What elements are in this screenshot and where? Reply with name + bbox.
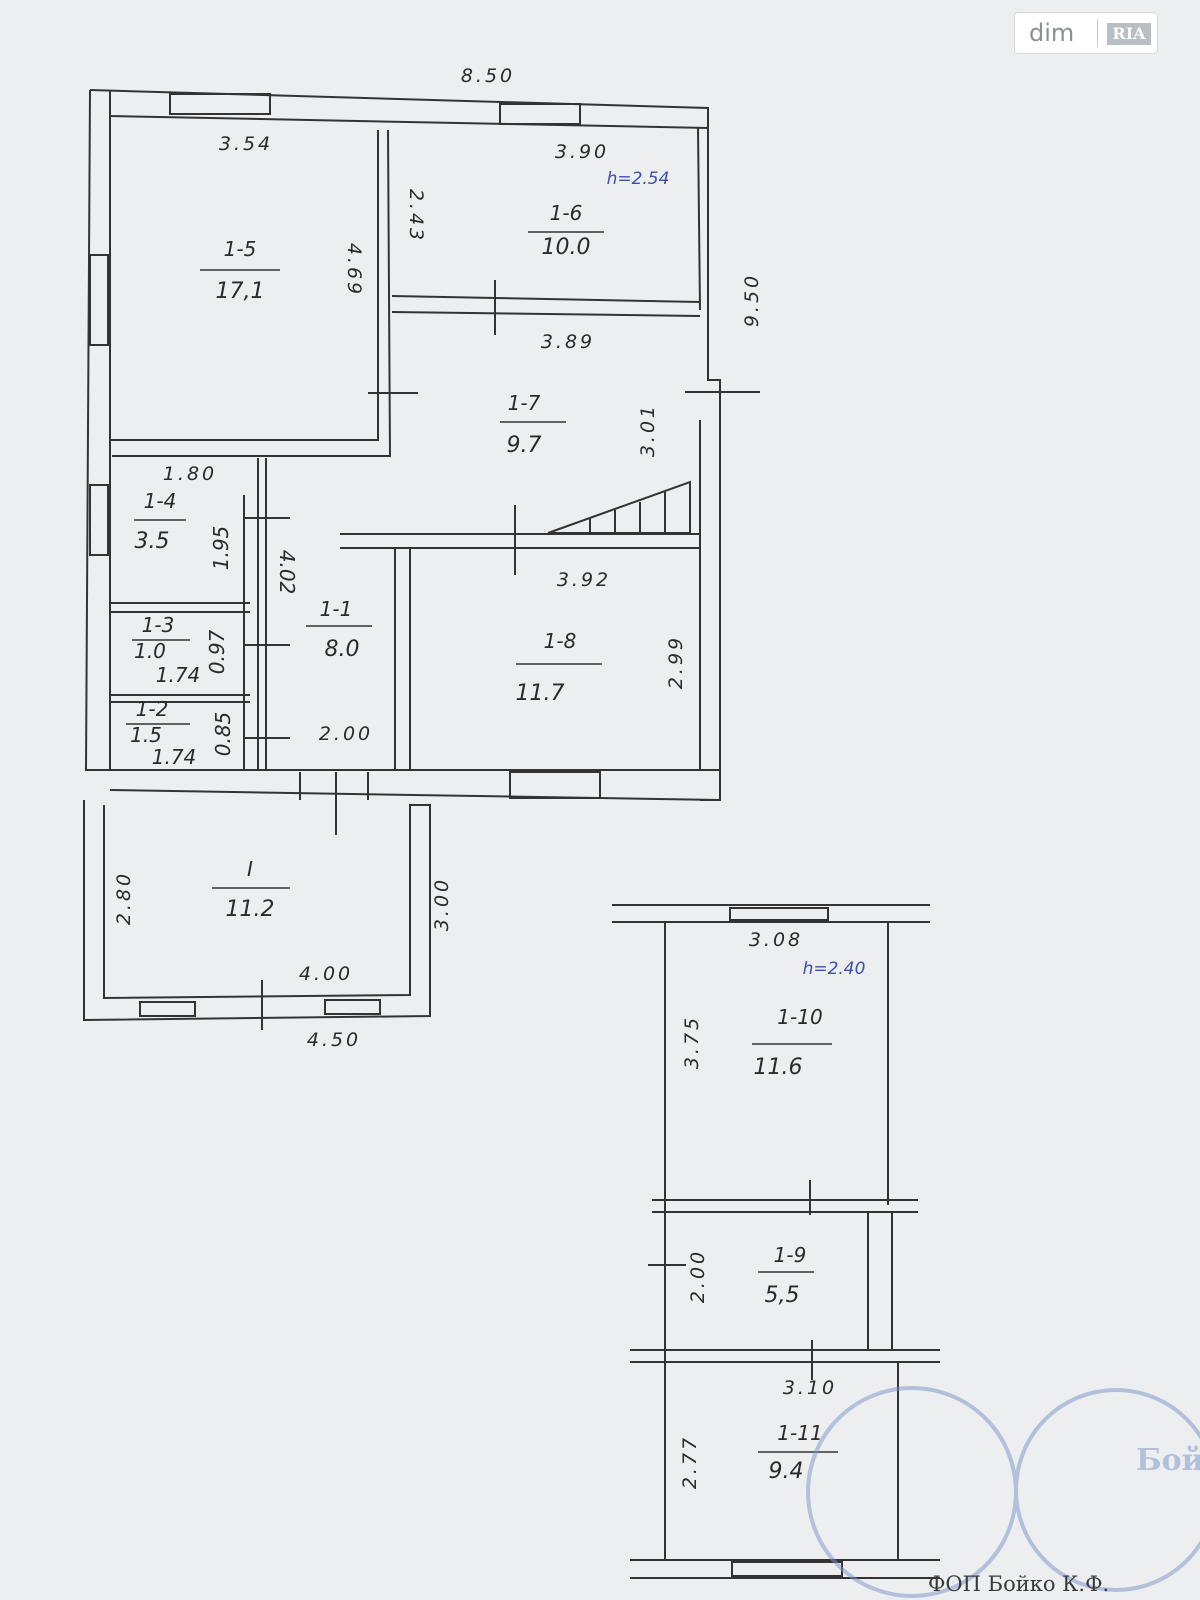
watermark-divider [1097,19,1098,47]
dim-r19-depth: 2.00 [687,1249,709,1303]
room-area: 9.4 [769,1459,804,1484]
dim-r110-depth: 3.75 [681,1015,703,1069]
annex-walls [612,904,940,1579]
footer-signature: ФОП Бойко К.Ф. [928,1572,1110,1596]
room-id: 1-2 [136,697,169,721]
room-id: 1-4 [144,489,177,513]
height-main: h=2.54 [607,169,670,189]
dim-r111-depth: 2.77 [679,1435,701,1489]
dim-r17-depth: 3.01 [637,403,659,457]
stamp: Бойко Катерина [806,1386,1200,1598]
room-1-4: 1-4 3.5 [134,489,186,554]
height-annex: h=2.40 [803,959,866,979]
dim-r17-width: 3.89 [541,331,595,353]
dim-porch-width-in: 4.00 [299,963,353,985]
room-id: 1-10 [777,1005,822,1029]
room-area: 11.2 [226,897,275,922]
dim-r11-depth: 4.02 [275,550,299,595]
room-1-3: 1-3 1.0 [132,613,190,663]
room-porch: I 11.2 [212,857,290,922]
dim-porch-width-out: 4.50 [307,1029,361,1051]
room-1-2: 1-2 1.5 [126,697,190,747]
dim-overall-depth: 9.50 [741,273,763,327]
room-area: 9.7 [507,433,542,458]
room-id: I [247,857,253,881]
room-area: 5,5 [765,1283,800,1308]
watermark-brand: dim [1029,19,1075,47]
room-id: 1-1 [320,597,353,621]
room-area: 17,1 [216,279,265,304]
room-id: 1-11 [777,1421,822,1445]
room-1-11: 1-11 9.4 [758,1421,838,1484]
room-id: 1-8 [544,629,577,653]
dim-r18-depth: 2.99 [665,635,687,689]
room-area: 11.6 [754,1055,803,1080]
dim-r18-width: 3.92 [557,569,611,591]
dim-r110-width: 3.08 [749,929,803,951]
dim-r16-depth: 2.43 [405,189,427,243]
main-house-walls [84,89,760,835]
dim-porch-depth-in: 2.80 [113,871,135,925]
dim-r16-width: 3.90 [555,141,609,163]
room-id: 1-3 [142,613,175,637]
room-area: 1.5 [130,723,162,747]
watermark-ria-logo: RIA [1107,23,1151,45]
room-1-1: 1-1 8.0 [306,597,372,662]
room-labels: 1-5 17,1 1-6 10.0 1-7 9.7 1-4 3.5 1-3 1.… [126,201,838,1484]
dim-r111-width: 3.10 [783,1377,837,1399]
room-1-5: 1-5 17,1 [200,237,280,304]
dim-r15-depth: 4.69 [343,243,365,297]
room-area: 8.0 [325,637,360,662]
watermark: dim RIA [1014,12,1158,54]
room-1-6: 1-6 10.0 [528,201,604,260]
porch-walls [83,800,431,1030]
dim-r14-width: 1.80 [163,463,217,485]
dim-r14-depth: 1.95 [209,526,233,571]
room-area: 3.5 [135,529,170,554]
room-area: 11.7 [516,681,565,706]
dim-r13-depth: 0.97 [205,629,229,674]
dim-r12-depth: 0.85 [211,712,235,757]
room-id: 1-7 [508,391,541,415]
room-1-10: 1-10 11.6 [752,1005,832,1080]
room-id: 1-6 [550,201,583,225]
stamp-text: Бойко Катерина [1136,1443,1200,1478]
room-id: 1-5 [224,237,257,261]
room-1-8: 1-8 11.7 [516,629,602,706]
room-1-9: 1-9 5,5 [758,1243,814,1308]
dim-r15-width: 3.54 [219,133,273,155]
room-area: 10.0 [542,235,591,260]
dim-porch-depth-out: 3.00 [431,877,453,931]
dim-overall-width: 8.50 [461,65,515,87]
dim-r12-width: 1.74 [152,745,197,769]
room-area: 1.0 [134,639,166,663]
dim-r13-width: 1.74 [156,663,201,687]
dim-r11-width: 2.00 [319,723,373,745]
dimension-labels: 8.50 9.50 3.54 4.69 3.90 h=2.54 2.43 3.8… [113,65,865,1489]
room-1-7: 1-7 9.7 [500,391,566,458]
room-id: 1-9 [774,1243,807,1267]
